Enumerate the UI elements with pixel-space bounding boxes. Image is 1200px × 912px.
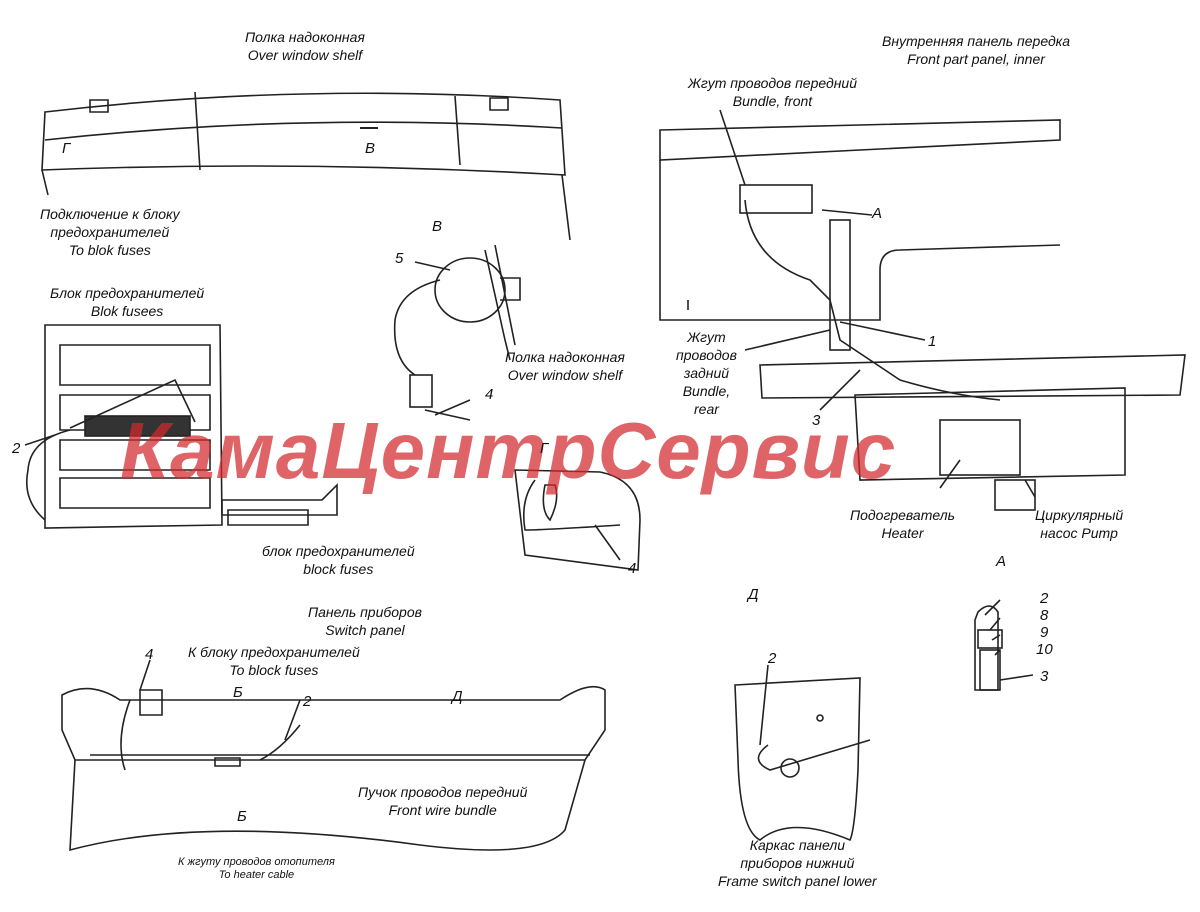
detail-a-drawing: [974, 605, 1003, 691]
a-callout-8: 8: [1040, 607, 1049, 624]
view-a-label: А: [996, 553, 1007, 570]
arrow-v-label: В: [365, 140, 376, 157]
arrow-d-label: Д: [452, 688, 463, 705]
view-g-drawing: [514, 469, 641, 571]
switch-panel-drawing: [61, 685, 606, 852]
frame-lower-drawing: [734, 677, 871, 842]
over-window-shelf-drawing: [41, 91, 571, 241]
watermark: КамаЦентрСервис: [120, 406, 897, 495]
view-v-label: В: [432, 218, 443, 235]
a-callout-3: 3: [1040, 668, 1049, 685]
callout-2-left: 2: [12, 440, 21, 457]
callout-4-shelf: 4: [485, 386, 494, 403]
callout-3: 3: [812, 412, 821, 429]
callout-2-panel: 2: [303, 693, 312, 710]
callout-1: 1: [928, 333, 937, 350]
callout-a: А: [872, 205, 883, 222]
view-g-label: Г: [540, 440, 549, 457]
view-d-label: Д: [748, 586, 759, 603]
arrow-g-label: Г: [62, 140, 71, 157]
callout-4-panel: 4: [145, 646, 154, 663]
callout-5: 5: [395, 250, 404, 267]
section-b-bottom: Б: [237, 808, 247, 825]
view-v-drawing: [393, 244, 521, 421]
fuse-block-drawing: [26, 324, 338, 529]
a-callout-10: 10: [1036, 641, 1053, 658]
callout-2-frame: 2: [768, 650, 777, 667]
section-b-top: Б: [233, 684, 243, 701]
a-callout-2: 2: [1040, 590, 1049, 607]
front-panel-drawing: [659, 119, 1186, 511]
callout-4-g: 4: [628, 560, 637, 577]
a-callout-9: 9: [1040, 624, 1049, 641]
